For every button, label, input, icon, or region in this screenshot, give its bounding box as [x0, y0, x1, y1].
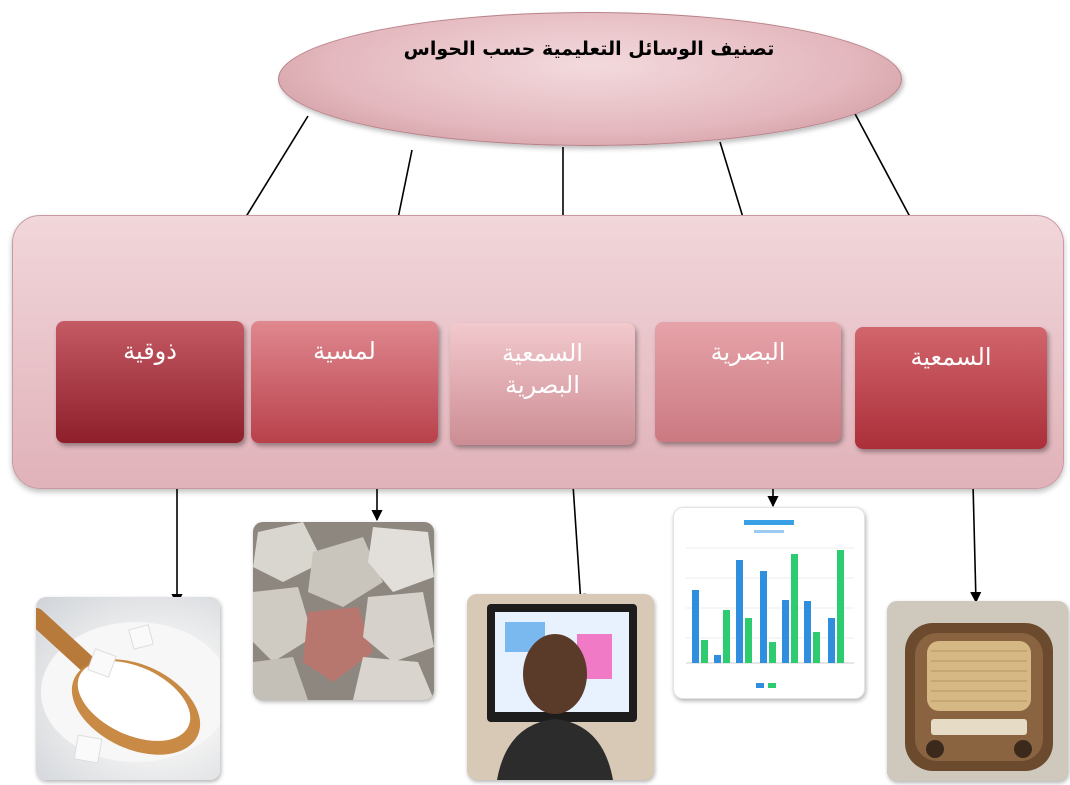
sugar-spoon-photo: [36, 597, 220, 780]
bar-chart-photo: [673, 507, 865, 699]
category-label-taste: ذوقية: [123, 337, 177, 365]
category-label-audiovisual: السمعية البصرية: [502, 339, 583, 400]
title-ellipse: [278, 12, 902, 146]
category-box-taste: ذوقية: [56, 321, 244, 443]
television-photo: [467, 594, 654, 780]
category-box-visual: البصرية: [655, 322, 841, 442]
stones-photo: [253, 522, 434, 700]
diagram-title: تصنيف الوسائل التعليمية حسب الحواس: [403, 38, 775, 60]
category-box-touch: لمسية: [251, 321, 438, 443]
category-label-touch: لمسية: [313, 337, 376, 365]
category-box-audiovisual: السمعية البصرية: [450, 323, 635, 445]
category-box-audio: السمعية: [855, 327, 1047, 449]
category-label-audio: السمعية: [910, 343, 992, 371]
category-label-visual: البصرية: [710, 338, 786, 366]
radio-photo: [887, 601, 1068, 781]
